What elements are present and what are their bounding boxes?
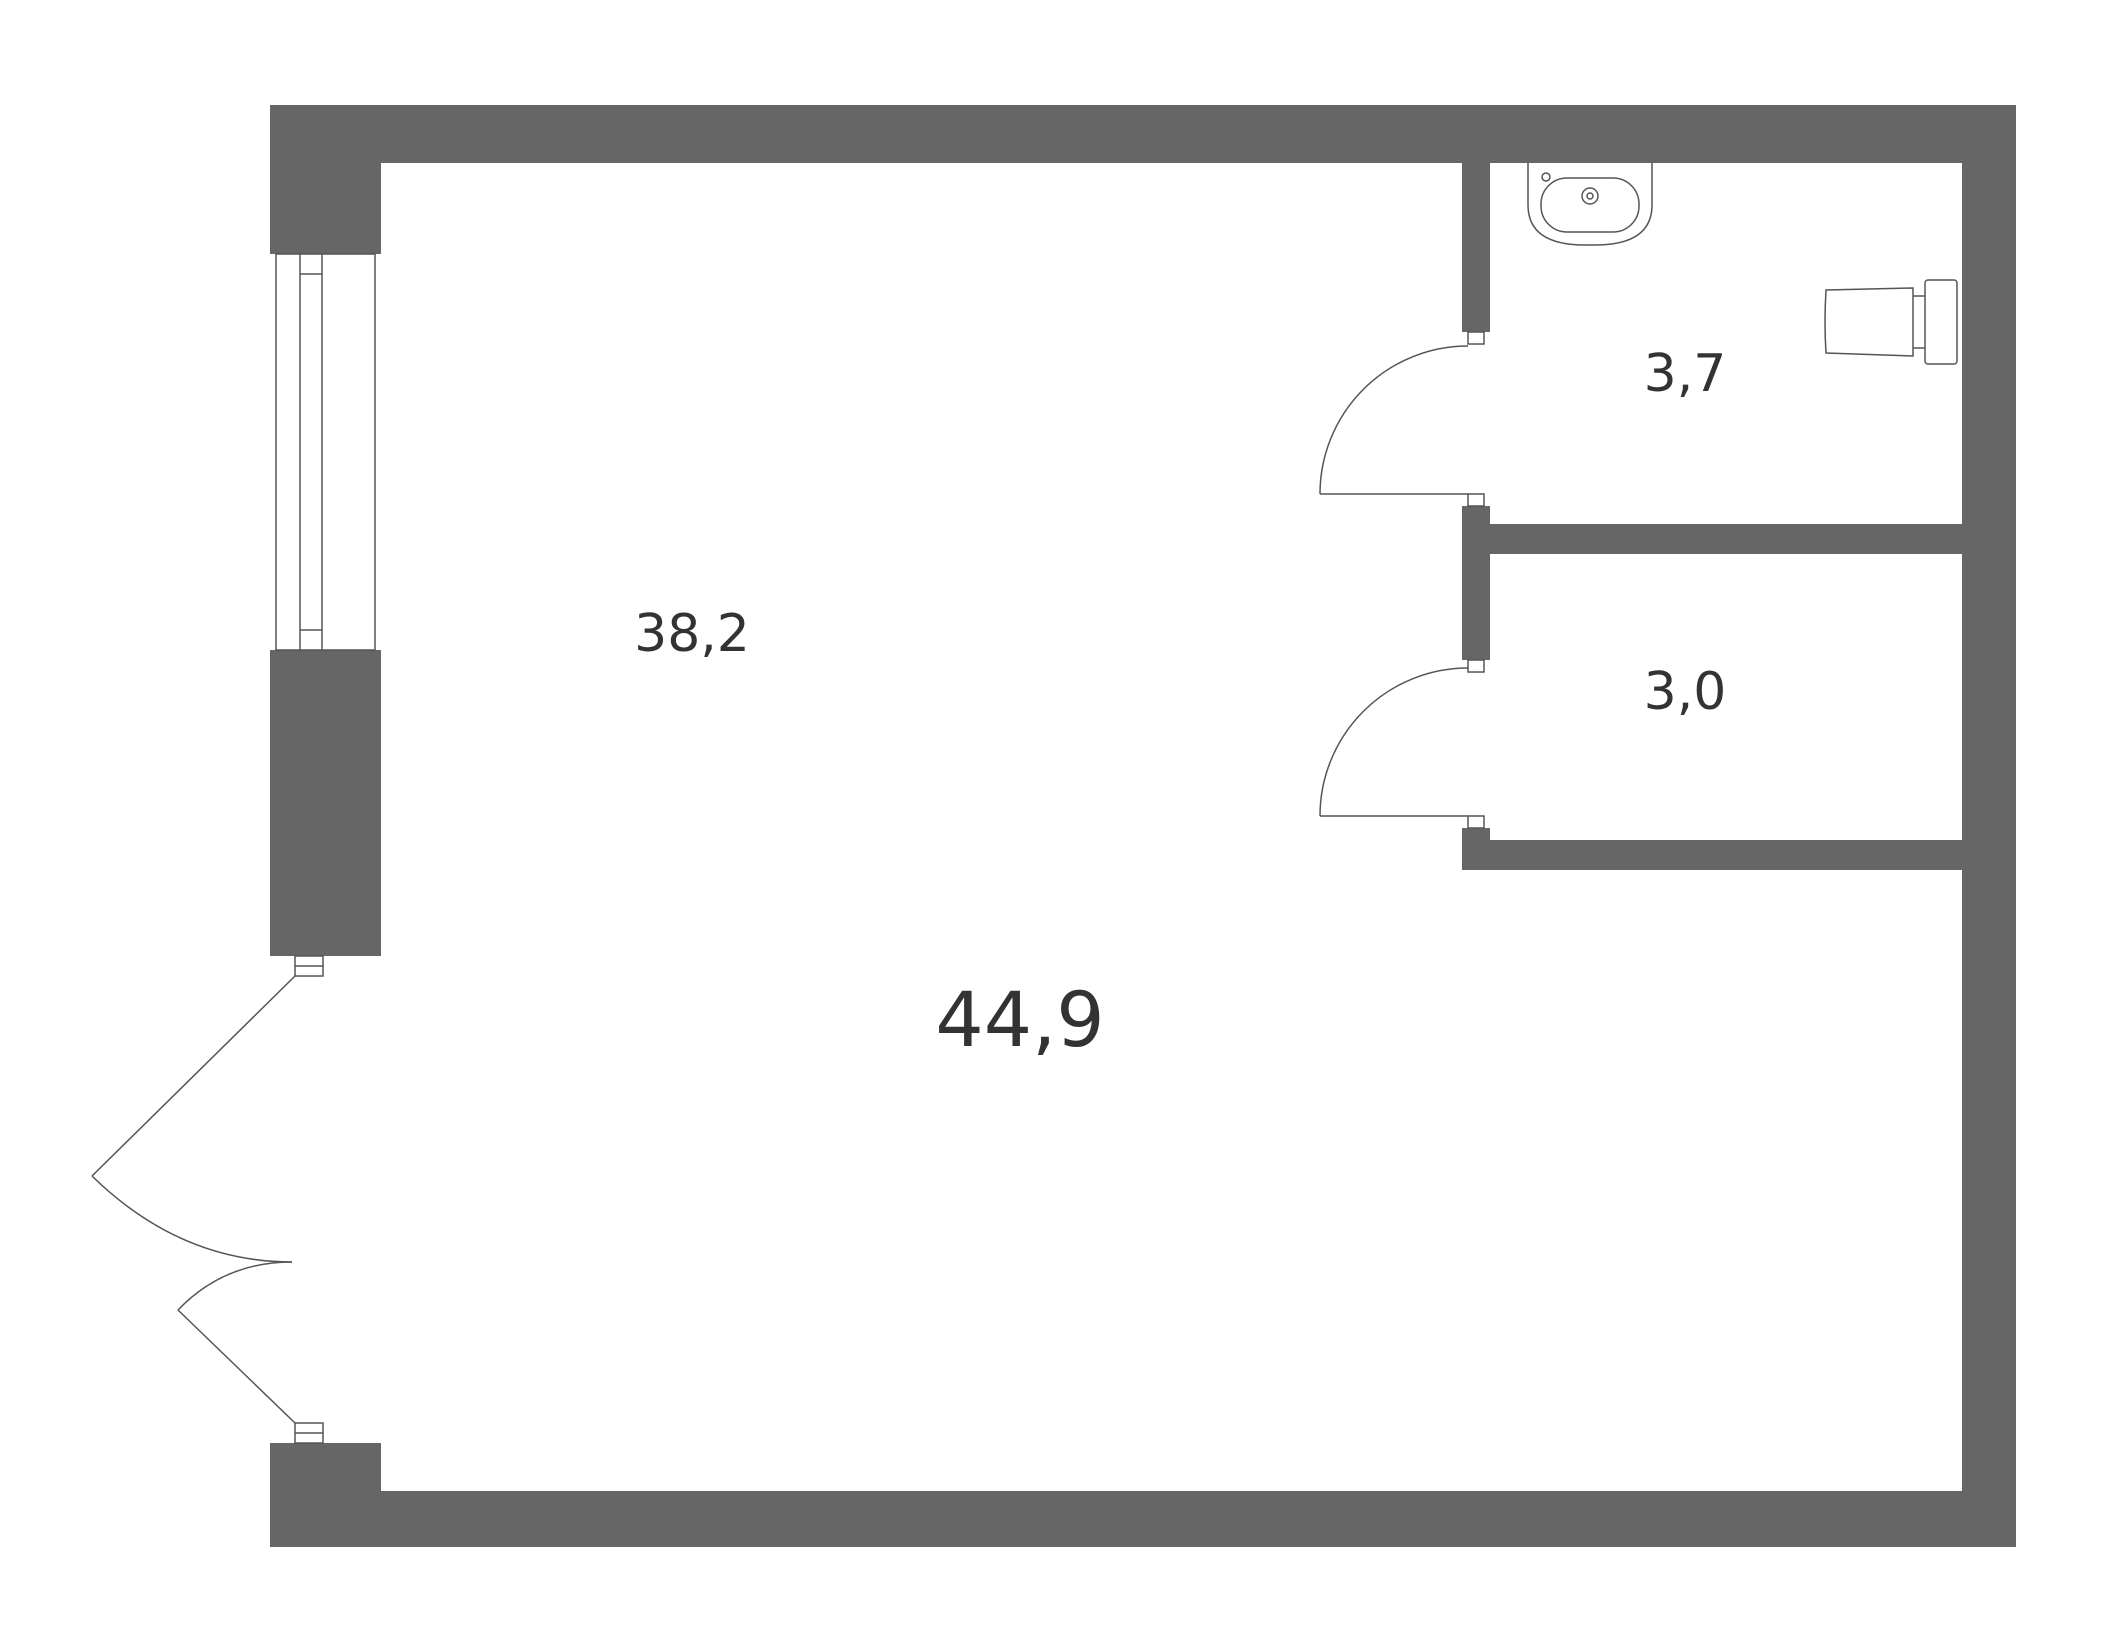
door-leaf	[177, 1309, 296, 1424]
door-jamb	[1467, 493, 1485, 507]
wall-left-bottom	[270, 1443, 381, 1547]
storage-door	[1319, 659, 1485, 829]
door-swing-arc	[1319, 345, 1469, 495]
partition-horizontal-2	[1462, 840, 1962, 870]
window-frame	[275, 253, 376, 651]
door-jamb	[1467, 331, 1485, 345]
door-swing-arc	[91, 1175, 293, 1263]
bathroom-door	[1319, 331, 1485, 507]
partition-bathroom-top	[1462, 160, 1490, 332]
door-swing-arc	[177, 1261, 293, 1311]
area-label-bathroom: 3,7	[1644, 344, 1727, 404]
door-leaf	[91, 975, 296, 1177]
area-label-storage: 3,0	[1644, 662, 1727, 722]
toilet-icon	[1824, 279, 1958, 365]
partition-horizontal-1	[1462, 524, 1962, 554]
wall-left-middle	[270, 650, 381, 956]
wall-top	[270, 105, 2016, 163]
sink-tap	[1541, 172, 1551, 182]
toilet-tank	[1924, 279, 1958, 365]
sink-drain	[1581, 187, 1599, 205]
sink-basin-outer	[1527, 163, 1653, 246]
door-swing-arc	[1319, 667, 1469, 817]
total-area-label: 44,9	[935, 975, 1104, 1064]
sink-icon	[1527, 163, 1653, 246]
entrance-double-door	[91, 955, 324, 1444]
walls	[270, 105, 2016, 1547]
door-jamb	[1467, 815, 1485, 829]
wall-left-top	[270, 105, 381, 254]
window	[275, 253, 376, 651]
sink-drain-inner	[1586, 192, 1594, 200]
wall-bottom	[270, 1491, 2016, 1547]
toilet-bowl	[1824, 287, 1914, 357]
area-label-main-room: 38,2	[634, 604, 750, 664]
door-jamb	[1467, 659, 1485, 673]
wall-right	[1962, 105, 2016, 1547]
sink-basin-inner	[1540, 177, 1640, 233]
